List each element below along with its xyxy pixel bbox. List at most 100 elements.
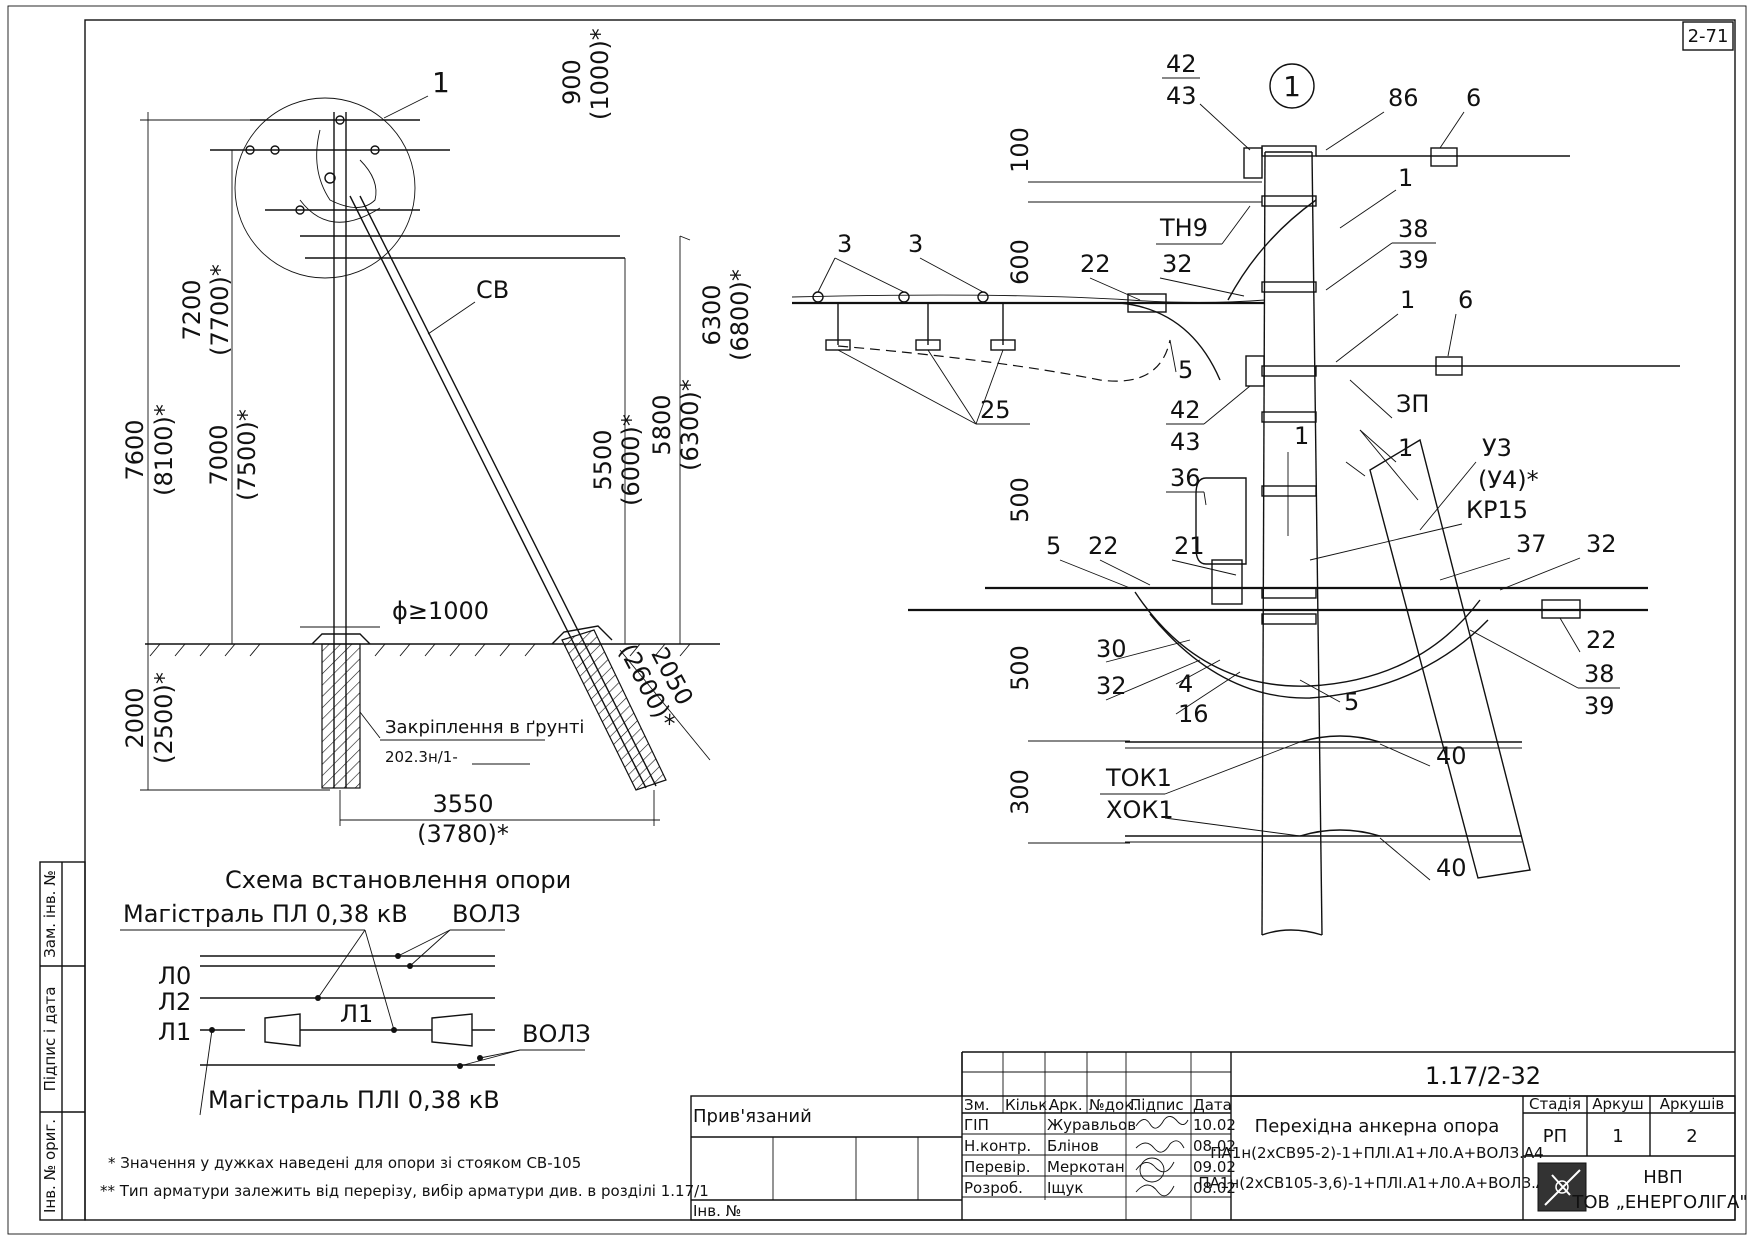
svg-text:ТОК1: ТОК1: [1105, 764, 1172, 792]
scheme-l1-mid: Л1: [340, 1000, 373, 1028]
scheme-l2: Л2: [158, 988, 191, 1016]
callout-circle: [234, 97, 416, 279]
signatures: [1135, 1116, 1189, 1197]
dim-7600: 7600: [121, 419, 149, 480]
svg-text:КР15: КР15: [1466, 496, 1528, 524]
dim-5800: 5800: [648, 394, 676, 455]
dim-7200: 7200: [178, 279, 206, 340]
dim-7000: 7000: [205, 424, 233, 485]
box-36: [1195, 477, 1247, 565]
detail-callout-circle: [1269, 63, 1315, 109]
ground-note-ref: 202.3н/1-: [385, 748, 458, 766]
tb-row0-name: Журавльов: [1047, 1116, 1136, 1134]
svg-text:40: 40: [1436, 742, 1467, 770]
sheet-number-box: 2-71: [1682, 21, 1734, 51]
svg-text:ТН9: ТН9: [1159, 214, 1208, 242]
svg-text:25: 25: [980, 396, 1011, 424]
tb-head-ndok: №док.: [1089, 1096, 1138, 1114]
svg-text:1: 1: [1398, 434, 1413, 462]
svg-text:22: 22: [1586, 626, 1617, 654]
dim-8100: (8100)*: [150, 404, 178, 496]
svg-text:5: 5: [1046, 532, 1061, 560]
tb-row3-date: 08.02: [1193, 1179, 1236, 1197]
dim-7700: (7700)*: [206, 264, 234, 356]
svg-text:30: 30: [1096, 635, 1127, 663]
company-logo: [1537, 1162, 1587, 1212]
svg-text:38: 38: [1398, 215, 1429, 243]
tb-row0-role: ГІП: [964, 1116, 989, 1134]
svg-text:5: 5: [1178, 356, 1193, 384]
svg-text:37: 37: [1516, 530, 1547, 558]
strut-foundation: [561, 629, 667, 791]
svg-text:42: 42: [1170, 396, 1201, 424]
dim-3550: 3550: [432, 790, 493, 818]
detail-dim-500b: 500: [1006, 645, 1034, 691]
note-2: ** Тип арматури залежить від перерізу, в…: [100, 1182, 709, 1200]
detail-view: 100 600 500 500 300 1 42 43 86 6 1 38 39…: [791, 50, 1680, 936]
svg-text:4: 4: [1178, 670, 1193, 698]
droppers: [825, 303, 1016, 351]
dim-6000: (6000)*: [617, 414, 645, 506]
tb-row1-date: 08.02: [1193, 1137, 1236, 1155]
ground-hatch: [149, 643, 691, 657]
tb-head-pidpys: Підпис: [1130, 1096, 1184, 1114]
tb-inv-no: Інв. №: [693, 1202, 741, 1220]
tb-row2-role: Перевір.: [964, 1158, 1031, 1176]
svg-text:21: 21: [1174, 532, 1205, 560]
svg-text:ЗП: ЗП: [1396, 390, 1429, 418]
dim-5500: 5500: [589, 429, 617, 490]
stamp-pidpys: Підпис і дата: [41, 987, 59, 1092]
svg-text:39: 39: [1584, 692, 1615, 720]
side-callout-number: 1: [432, 66, 450, 99]
pole-bands: [1261, 145, 1317, 625]
pole-foundation: [321, 643, 361, 789]
svg-text:86: 86: [1388, 84, 1419, 112]
tb-head-kilk: Кільк.: [1005, 1096, 1052, 1114]
scheme-main-line-top: Магістраль ПЛ 0,38 кВ: [123, 900, 408, 928]
note-1: * Значення у дужках наведені для опори з…: [108, 1154, 581, 1172]
side-view: 1: [121, 28, 754, 848]
tb-title: Перехідна анкерна опора: [1255, 1116, 1500, 1137]
svg-text:У3: У3: [1482, 434, 1512, 462]
scheme-title: Схема встановлення опори: [225, 866, 571, 894]
tb-row2-date: 09.02: [1193, 1158, 1236, 1176]
svg-text:3: 3: [908, 230, 923, 258]
svg-text:32: 32: [1162, 250, 1193, 278]
tb-org-2: ТОВ „ЕНЕРГОЛІГА": [1571, 1192, 1747, 1213]
tb-row0-date: 10.02: [1193, 1116, 1236, 1134]
stamp-inv-orig: Інв. № ориг.: [41, 1119, 59, 1213]
dim-7500: (7500)*: [233, 409, 261, 501]
dim-1000: (1000)*: [586, 28, 614, 120]
outer-frame: [7, 5, 1747, 1235]
detail-pole-left: [1261, 151, 1266, 936]
dim-hole-diameter: ϕ≥1000: [392, 597, 489, 625]
scheme-clamp-2: [431, 1013, 473, 1047]
tb-sheets-header: Аркушів: [1660, 1095, 1724, 1113]
svg-text:38: 38: [1584, 660, 1615, 688]
detail-dim-600: 600: [1006, 239, 1034, 285]
svg-text:1: 1: [1400, 286, 1415, 314]
svg-text:40: 40: [1436, 854, 1467, 882]
svg-text:ХОК1: ХОК1: [1106, 796, 1174, 824]
ground-note-title: Закріплення в ґрунті: [385, 717, 584, 738]
svg-text:1: 1: [1294, 422, 1309, 450]
detail-dim-500a: 500: [1006, 477, 1034, 523]
svg-text:1: 1: [1398, 164, 1413, 192]
detail-dim-lines: [1028, 181, 1262, 844]
tb-stage: РП: [1543, 1126, 1567, 1147]
detail-pole-right: [1311, 151, 1323, 936]
svg-text:3: 3: [837, 230, 852, 258]
tb-sheet: 1: [1612, 1126, 1623, 1147]
pole-top-equipment: [210, 115, 625, 259]
dim-6300-b: (6300)*: [676, 379, 704, 471]
svg-text:16: 16: [1178, 700, 1209, 728]
position-labels: 42 43 86 6 1 38 39 ТН9 22 32 3 3: [817, 50, 1620, 882]
tb-stage-header: Стадія: [1529, 1095, 1581, 1113]
tb-row3-name: Іщук: [1047, 1179, 1084, 1197]
scheme-vols-bottom: ВОЛЗ: [522, 1020, 591, 1048]
svg-text:43: 43: [1170, 428, 1201, 456]
dim-6300: 6300: [698, 284, 726, 345]
svg-text:22: 22: [1080, 250, 1111, 278]
side-stamp: Зам. інв. № Підпис і дата Інв. № ориг.: [39, 861, 86, 1221]
